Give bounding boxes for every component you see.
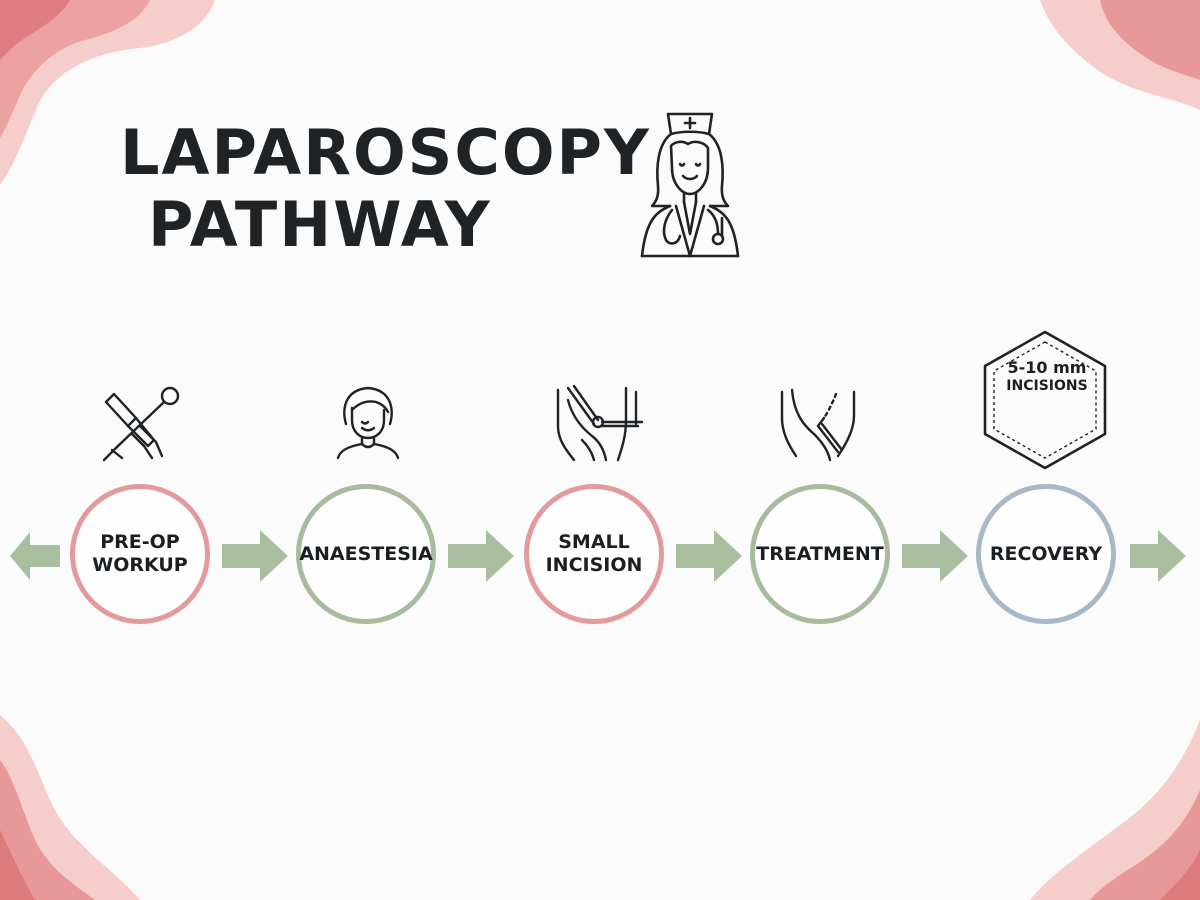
stage-label: ANAESTESIA	[299, 542, 433, 565]
left-arrow	[10, 532, 60, 580]
hexagon-badge-icon	[983, 330, 1107, 470]
right-arrow	[1130, 530, 1186, 582]
page-title-line-1: LAPAROSCOPY	[120, 116, 651, 189]
incision-size-badge: 5-10 mm INCISIONS	[988, 358, 1106, 396]
connector-arrow-3	[676, 530, 742, 582]
stage-small-incision: SMALL INCISION	[524, 484, 664, 624]
page-title-line-2: PATHWAY	[148, 188, 492, 261]
connector-arrow-2	[448, 530, 514, 582]
stage-label: RECOVERY	[989, 542, 1103, 565]
stage-anaestesia: ANAESTESIA	[296, 484, 436, 624]
treatment-icon	[780, 388, 856, 462]
nurse-icon	[640, 112, 740, 258]
incision-icon	[556, 384, 644, 462]
badge-sub-text: INCISIONS	[1006, 378, 1088, 394]
stage-label: SMALL INCISION	[545, 531, 643, 576]
stage-pre-op-workup: PRE-OP WORKUP	[70, 484, 210, 624]
stage-label: PRE-OP WORKUP	[92, 531, 188, 576]
stage-label: TREATMENT	[756, 542, 884, 565]
surgical-instruments-icon	[102, 386, 180, 462]
badge-main-text: 5-10 mm	[1007, 358, 1087, 377]
stage-recovery: RECOVERY	[976, 484, 1116, 624]
connector-arrow-1	[222, 530, 288, 582]
patient-icon	[336, 386, 400, 460]
stage-treatment: TREATMENT	[750, 484, 890, 624]
connector-arrow-4	[902, 530, 968, 582]
